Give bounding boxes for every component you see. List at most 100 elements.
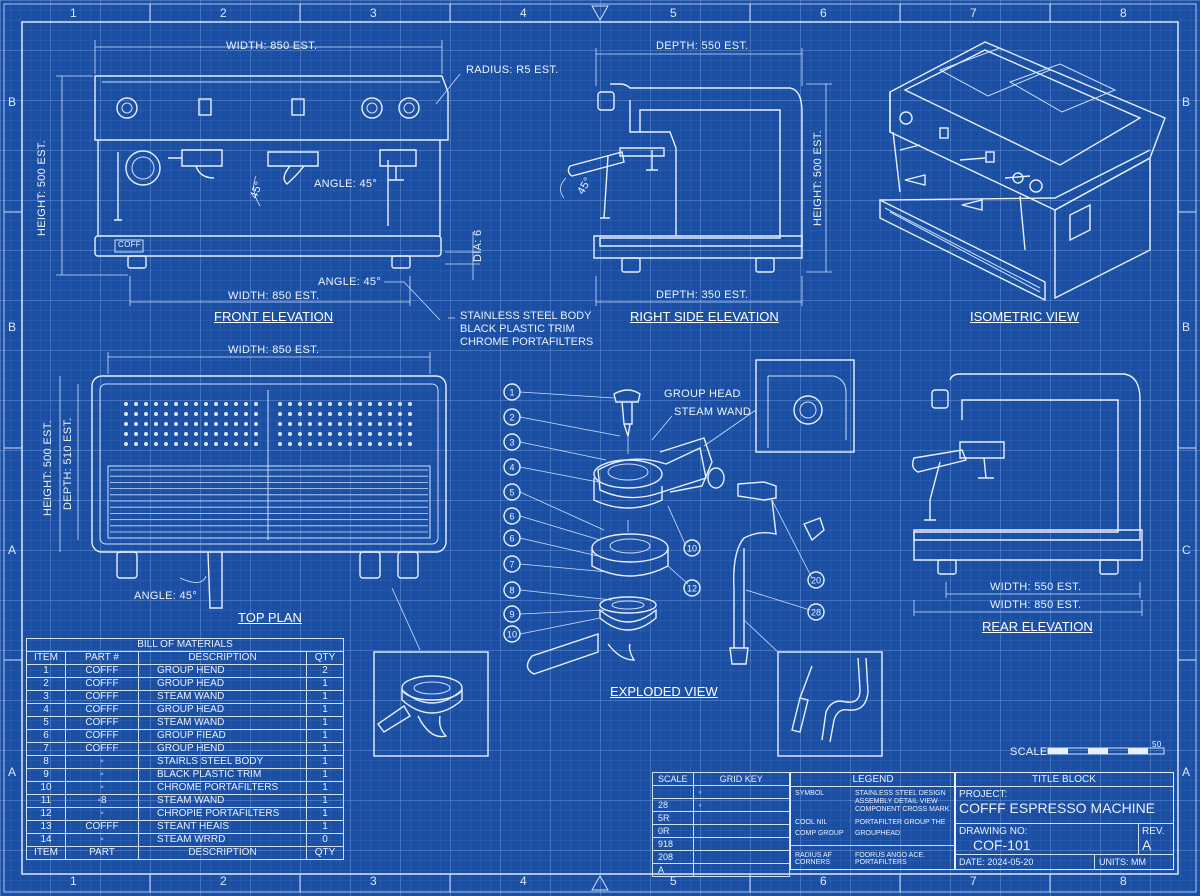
vent-dot [308, 402, 312, 406]
isometric-view-title: ISOMETRIC VIEW [970, 309, 1080, 324]
bom-item: 3 [26, 690, 66, 704]
legend-title: LEGEND [791, 773, 955, 787]
vent-dot [134, 402, 138, 406]
bom-item: 8 [26, 755, 66, 769]
vent-dot [204, 442, 208, 446]
vent-dot [184, 442, 188, 446]
front-height-label: HEIGHT: 500 EST. [36, 140, 48, 236]
vent-dot [338, 432, 342, 436]
callout-number-circle [683, 579, 701, 597]
vent-dot [408, 442, 412, 446]
vent-dot [224, 432, 228, 436]
callout-number: 8 [509, 586, 514, 596]
vent-dot [278, 402, 282, 406]
material-note: STAINLESS STEEL BODY [460, 310, 592, 322]
top-depth-label: DEPTH: 510 EST. [62, 417, 74, 510]
vent-dot [184, 402, 188, 406]
callout-number-circle [503, 605, 521, 623]
vent-dot [234, 412, 238, 416]
bom-description: STAIRLS STEEL BODY [138, 755, 307, 769]
zone-col-5: 5 [670, 6, 677, 20]
callout-number-circle [683, 539, 701, 557]
bill-of-materials: BILL OF MATERIALS ITEM PART # DESCRIPTIO… [26, 638, 344, 860]
vent-dot [194, 402, 198, 406]
vent-dot [368, 432, 372, 436]
bom-qty: 1 [306, 742, 344, 756]
scale-max-label: 50 [1152, 740, 1162, 749]
vent-dot [278, 432, 282, 436]
vent-dot [184, 432, 188, 436]
vent-dot [164, 422, 168, 426]
vent-dot [358, 432, 362, 436]
zone-col-3-bottom: 3 [370, 874, 377, 888]
vent-dot [174, 432, 178, 436]
front-width-bottom-label: WIDTH: 850 EST. [228, 290, 320, 302]
vent-dot [368, 422, 372, 426]
bom-part: ◦ [65, 833, 139, 847]
bom-description: GROUP HEND [138, 742, 307, 756]
bom-item: 11 [26, 794, 66, 808]
zone-row-right-2: B [1182, 320, 1191, 334]
callout-number-circle [503, 507, 521, 525]
vent-dot [164, 412, 168, 416]
bom-qty: 1 [306, 807, 344, 821]
vent-dot [398, 432, 402, 436]
rear-elevation-title: REAR ELEVATION [982, 619, 1093, 634]
vent-dot [174, 412, 178, 416]
vent-dot [288, 412, 292, 416]
bom-part: COFFF [65, 690, 139, 704]
front-angle-foot-label: ANGLE: 45° [318, 276, 382, 288]
vent-dot [358, 402, 362, 406]
vent-dot [144, 402, 148, 406]
front-width-top-label: WIDTH: 850 EST. [226, 40, 318, 52]
vent-dot [204, 402, 208, 406]
legend-symbol: COOL NIL [795, 819, 828, 826]
bom-part: COFFF [65, 677, 139, 691]
vent-dot [224, 412, 228, 416]
grid-key-row: 208 [652, 850, 694, 864]
zone-col-4: 4 [520, 6, 527, 20]
grid-key-row: 5R [652, 811, 694, 825]
callout-number: 10 [687, 544, 697, 554]
zone-col-6-bottom: 6 [820, 874, 827, 888]
bom-description: STEAM WRRD [138, 833, 307, 847]
callout-number: 7 [509, 560, 514, 570]
vent-dot [134, 412, 138, 416]
grid-key-row: 28 [652, 798, 694, 812]
callout-number: 3 [509, 438, 514, 448]
bom-qty: 0 [306, 833, 344, 847]
vent-dot [408, 412, 412, 416]
zone-row-left-1: B [8, 95, 17, 109]
zone-row-right-1: B [1182, 95, 1191, 109]
vent-dot [144, 412, 148, 416]
legend-item: COOL NIL PORTAFILTER GROUP THE [791, 817, 955, 828]
vent-dot [154, 402, 158, 406]
bom-item: 1 [26, 664, 66, 678]
bom-item: 13 [26, 820, 66, 834]
side-height-label: HEIGHT: 500 EST. [812, 130, 824, 226]
callout-number-circle [503, 581, 521, 599]
bom-header-description: DESCRIPTION [138, 651, 307, 665]
callout-number: 20 [811, 576, 821, 586]
vent-dot [378, 432, 382, 436]
callout-number: 6 [509, 534, 514, 544]
bom-header-item: ITEM [26, 651, 66, 665]
vent-dot [164, 402, 168, 406]
bom-description: GROUP HEND [138, 664, 307, 678]
exploded-view-title: EXPLODED VIEW [610, 684, 718, 699]
vent-dot [348, 432, 352, 436]
vent-dot [358, 422, 362, 426]
bom-description: GROUP FIEAD [138, 729, 307, 743]
